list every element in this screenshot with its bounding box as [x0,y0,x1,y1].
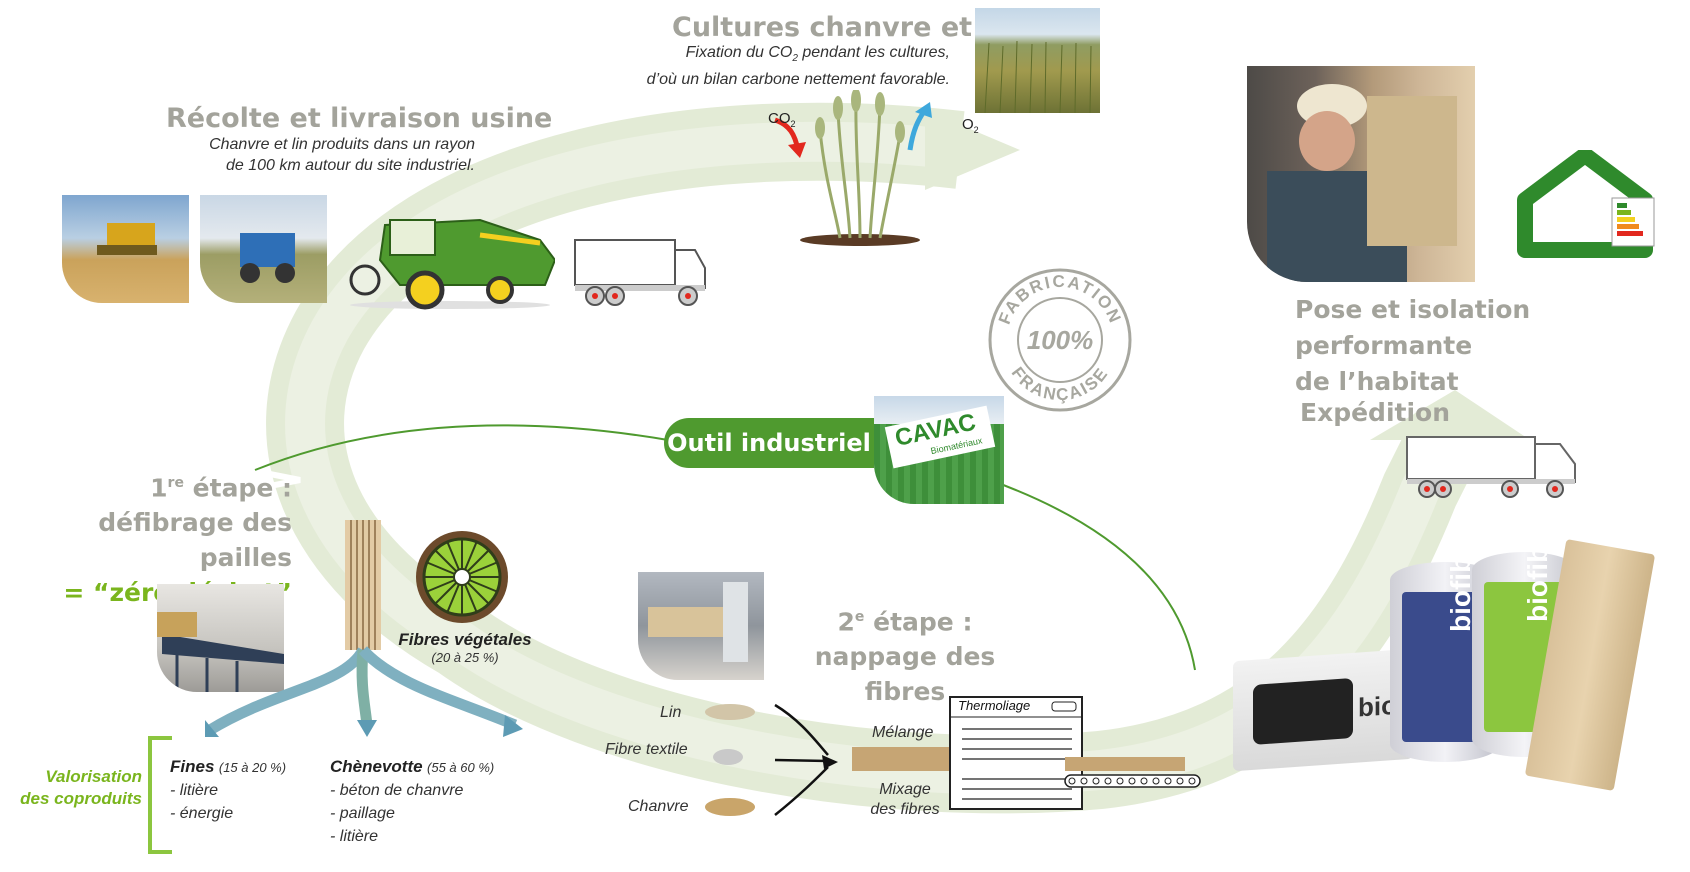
cultures-caption: Fixation du CO2 pendant les cultures, d’… [646,44,950,89]
outil-industriel-label: Outil industriel [664,418,874,468]
process-lin-label: Lin [660,704,682,721]
defibrage-split-diagram [205,520,523,737]
cultures-title: Cultures chanvre et lin [672,12,1020,43]
connector-left [254,424,669,471]
fabrication-francaise-stamp: FABRICATION FRANÇAISE 100% [988,268,1132,412]
fines-block: Fines (15 à 20 %) - litière - énergie [170,757,287,822]
process-chanvre-label: Chanvre [628,798,689,815]
process-fibre-textile-label: Fibre textile [605,741,688,758]
hemp-field-photo [975,8,1100,113]
mixing-process-diagram [705,696,1201,816]
nappage-machine-photo [638,572,764,680]
shipping-truck-icon [1406,436,1576,498]
product-pack-flat: biofib [1233,648,1429,772]
o2-label: O2 [962,116,979,135]
cycle-arrowhead-top [925,110,1020,190]
o2-arrow [907,108,928,151]
fibres-label: Fibres végétales (20 à 25 %) [398,630,532,665]
delivery-truck-icon [574,239,706,306]
process-melange-label: Mélange [872,724,934,741]
defibrage-machine-photo [157,584,284,692]
hemp-plant-illustration [774,90,932,246]
chanvre-fibre-pile [705,798,755,816]
stamp-middle-text: 100% [1027,325,1094,355]
cavac-building-photo: CAVAC Biomatériaux [874,396,1004,504]
process-thermoliage-label: Thermoliage [958,698,1031,713]
lin-fibre-pile [705,704,755,720]
harvest-photo-1 [62,195,189,303]
expedition-label: Expédition [1300,398,1451,427]
svg-text:FABRICATION: FABRICATION [995,272,1125,327]
co2-label: CO2 [768,110,796,129]
green-house-icon [1517,150,1655,258]
cycle-arrowhead-right [1370,390,1530,440]
coproduits-bracket [148,736,172,854]
recolte-title: Récolte et livraison usine [166,103,553,134]
connector-right [989,479,1196,671]
harvest-photo-2 [200,195,327,303]
chenevotte-block: Chènevotte (55 à 60 %) - béton de chanvr… [330,757,495,845]
etape2-title: 2e étape : nappage des fibres [814,607,996,707]
harvester-icon [349,218,555,310]
installer-photo [1247,66,1475,282]
stamp-top-text: FABRICATION [995,272,1123,327]
textile-fibre-pile [713,749,743,765]
fibre-cross-section-icon [416,531,508,623]
